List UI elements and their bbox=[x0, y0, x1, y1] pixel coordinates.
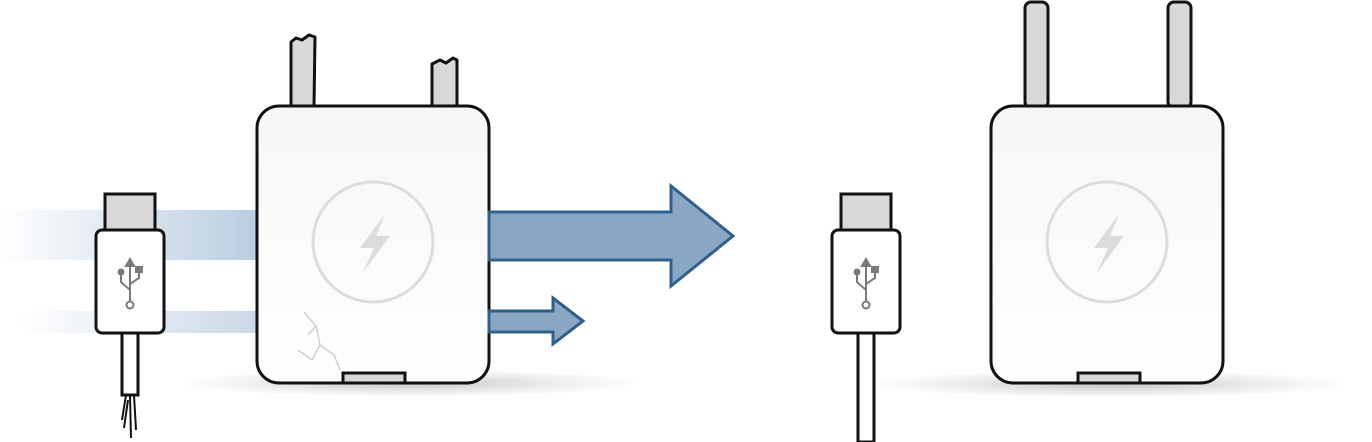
usb-plug-tip bbox=[839, 192, 893, 232]
usb-connector-intact bbox=[830, 192, 902, 442]
arrow-small bbox=[487, 294, 586, 348]
prong-left-bent bbox=[289, 33, 317, 108]
frayed-wires bbox=[121, 394, 137, 439]
charger-port bbox=[1076, 371, 1142, 385]
usb-symbol-icon bbox=[117, 256, 143, 310]
usb-plug-tip bbox=[103, 192, 157, 232]
charging-circle bbox=[1045, 180, 1169, 304]
left-group-damaged bbox=[0, 33, 736, 439]
prong-left bbox=[1023, 0, 1050, 110]
usb-symbol-icon bbox=[853, 256, 879, 310]
usb-connector-frayed bbox=[94, 192, 166, 439]
crack-lines bbox=[297, 311, 341, 371]
usb-cable bbox=[120, 331, 140, 397]
prong-right-bent bbox=[430, 56, 459, 108]
prong-right bbox=[1166, 0, 1193, 110]
lightning-bolt-icon bbox=[360, 214, 390, 274]
lightning-bolt-icon bbox=[1094, 214, 1124, 274]
charger-port bbox=[341, 371, 407, 385]
usb-cable bbox=[856, 331, 876, 442]
right-group-intact bbox=[830, 0, 1350, 442]
arrow-large bbox=[487, 182, 736, 290]
charging-circle bbox=[311, 180, 435, 304]
